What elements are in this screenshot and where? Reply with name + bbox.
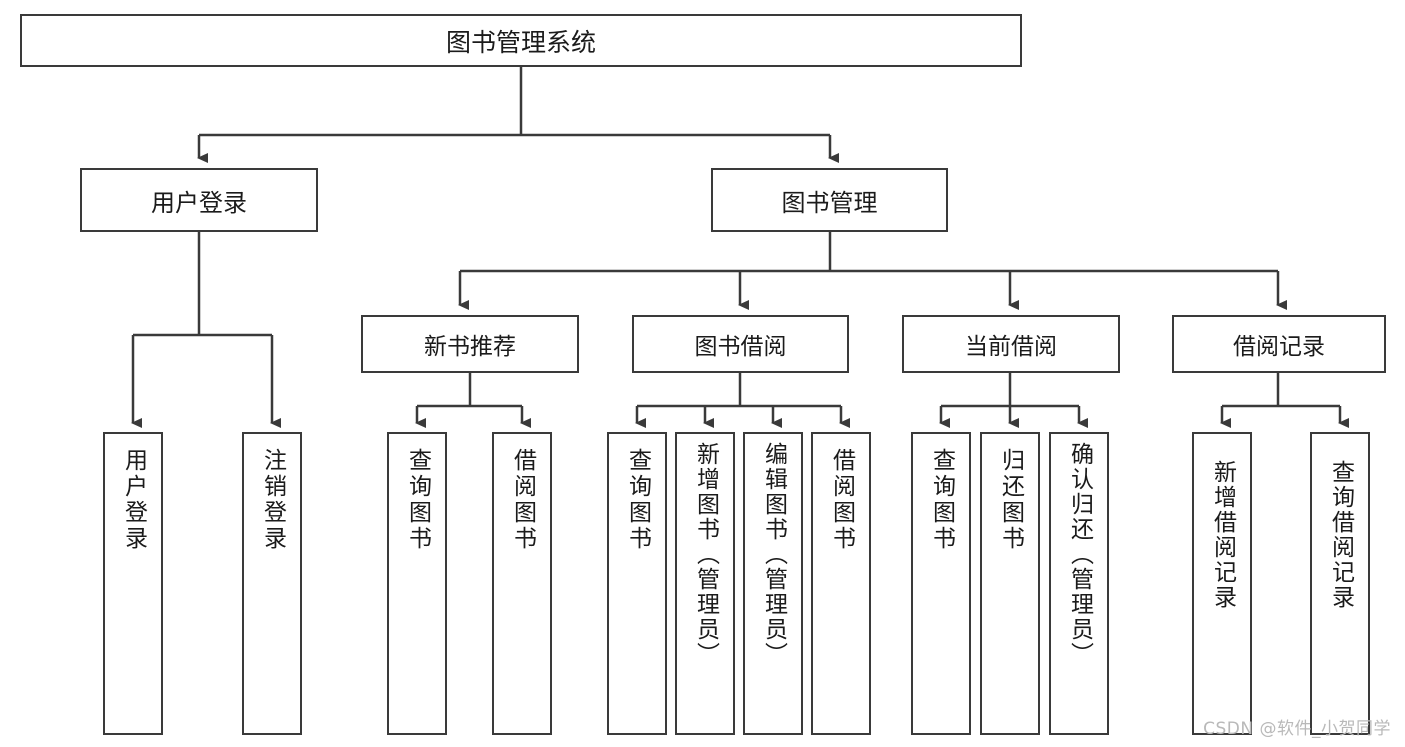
- node-label: 用户登录: [120, 448, 147, 552]
- leaf-current-borrow-query-book[interactable]: 查询图书: [911, 432, 971, 735]
- node-label: 查询借阅记录: [1327, 460, 1354, 610]
- node-book-borrow[interactable]: 图书借阅: [632, 315, 849, 373]
- node-label: 归还图书: [997, 448, 1024, 552]
- leaf-current-borrow-confirm-return-admin[interactable]: 确认归还（管理员）: [1049, 432, 1109, 735]
- node-current-borrow[interactable]: 当前借阅: [902, 315, 1120, 373]
- node-label: 确认归还（管理员）: [1066, 442, 1093, 667]
- node-label: 新增借阅记录: [1209, 460, 1236, 610]
- leaf-current-borrow-return-book[interactable]: 归还图书: [980, 432, 1040, 735]
- node-label: 查询图书: [928, 448, 955, 552]
- leaf-book-borrow-edit-book-admin[interactable]: 编辑图书（管理员）: [743, 432, 803, 735]
- node-label: 用户登录: [151, 188, 247, 217]
- node-label: 图书借阅: [694, 334, 787, 360]
- leaf-book-borrow-query-book[interactable]: 查询图书: [607, 432, 667, 735]
- node-user-login[interactable]: 用户登录: [80, 168, 318, 232]
- leaf-new-book-borrow-book[interactable]: 借阅图书: [492, 432, 552, 735]
- node-label: 借阅图书: [509, 448, 536, 552]
- node-book-management[interactable]: 图书管理: [711, 168, 948, 232]
- node-borrow-record[interactable]: 借阅记录: [1172, 315, 1386, 373]
- node-new-book-recommend[interactable]: 新书推荐: [361, 315, 579, 373]
- node-label: 借阅图书: [828, 448, 855, 552]
- node-label: 图书管理: [781, 188, 878, 217]
- node-label: 当前借阅: [965, 334, 1057, 360]
- leaf-user-login-logout[interactable]: 注销登录: [242, 432, 302, 735]
- node-label: 新书推荐: [424, 334, 516, 360]
- leaf-book-borrow-add-book-admin[interactable]: 新增图书（管理员）: [675, 432, 735, 735]
- leaf-borrow-record-query-record[interactable]: 查询借阅记录: [1310, 432, 1370, 735]
- node-root-system[interactable]: 图书管理系统: [20, 14, 1022, 67]
- leaf-user-login-login[interactable]: 用户登录: [103, 432, 163, 735]
- leaf-borrow-record-add-record[interactable]: 新增借阅记录: [1192, 432, 1252, 735]
- node-label: 图书管理系统: [445, 27, 596, 57]
- csdn-watermark: CSDN @软件_小贺同学: [1203, 719, 1391, 739]
- node-label: 查询图书: [404, 448, 431, 552]
- node-label: 编辑图书（管理员）: [760, 442, 787, 667]
- node-label: 借阅记录: [1233, 334, 1325, 360]
- leaf-new-book-query-book[interactable]: 查询图书: [387, 432, 447, 735]
- node-label: 新增图书（管理员）: [692, 442, 719, 667]
- node-label: 注销登录: [259, 448, 286, 552]
- node-label: 查询图书: [624, 448, 651, 552]
- leaf-book-borrow-borrow-book[interactable]: 借阅图书: [811, 432, 871, 735]
